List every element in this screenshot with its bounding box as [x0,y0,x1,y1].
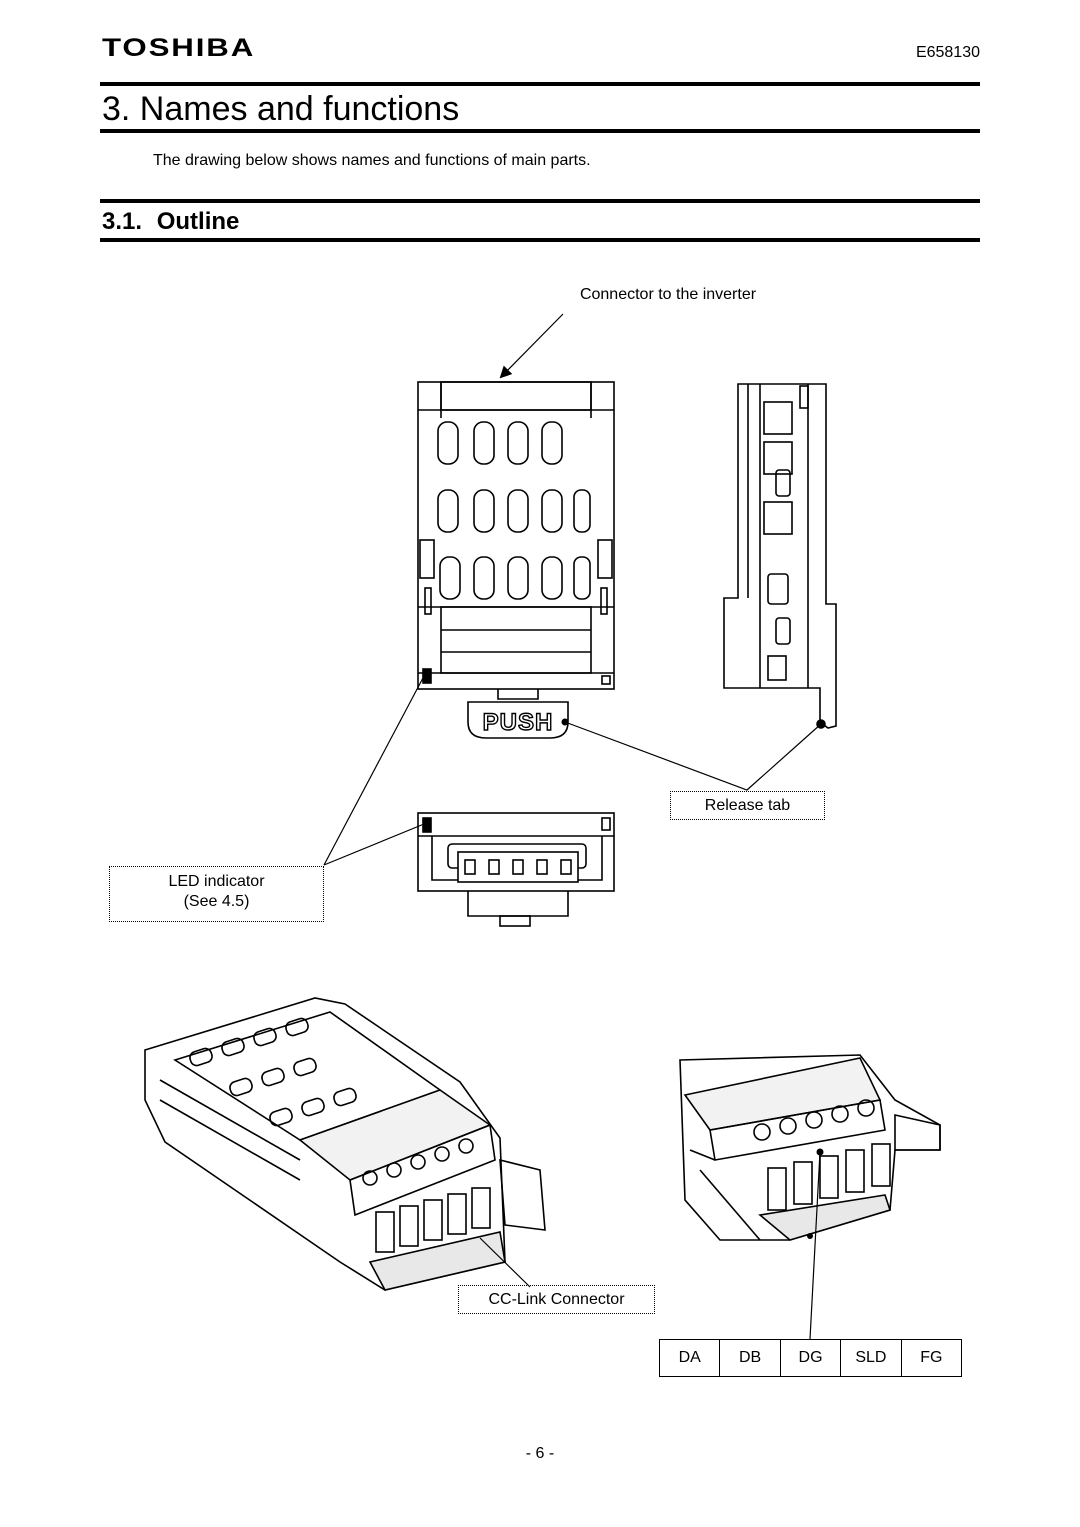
push-mark: PUSH [483,709,554,736]
isometric-view-right [679,1054,941,1241]
release-tab-leader [564,721,822,791]
pin-leader [809,1151,821,1340]
title-rule-bottom [100,129,980,133]
toshiba-logo: TOSHIBA [102,34,256,62]
pin-fg: FG [920,1349,943,1366]
led-indicator-label: LED indicator (See 4.5) [109,866,324,922]
pin-sld: SLD [841,1340,902,1376]
subtitle-rule-top [100,199,980,203]
led-indicator-text: LED indicator [168,873,265,890]
document-number: E658130 [915,44,980,61]
bottom-view [417,812,615,927]
release-tab-label: Release tab [670,791,825,820]
subtitle-rule-bottom [100,238,980,242]
title-rule-top [100,82,980,86]
pin-dg: DG [781,1340,842,1376]
led-leader-front [323,675,425,866]
front-view [417,381,615,739]
led-indicator-reference: (See 4.5) [183,893,250,910]
pin-da: DA [660,1340,721,1376]
subsection-title: 3.1. Outline [102,208,240,235]
section-intro: The drawing below shows names and functi… [153,152,591,169]
isometric-view-left [144,997,546,1291]
cc-link-connector-label: CC-Link Connector [458,1285,655,1314]
pin-db: DB [720,1340,781,1376]
connector-arrow [499,313,564,379]
section-title: 3. Names and functions [102,90,460,128]
led-leader-bottom [323,823,425,866]
side-view [723,383,837,729]
pin-assignment-table: DA DB DG SLD FG [659,1339,962,1377]
connector-label: Connector to the inverter [579,286,757,303]
cc-link-leader [479,1237,531,1288]
page-number: - 6 - [525,1445,555,1462]
